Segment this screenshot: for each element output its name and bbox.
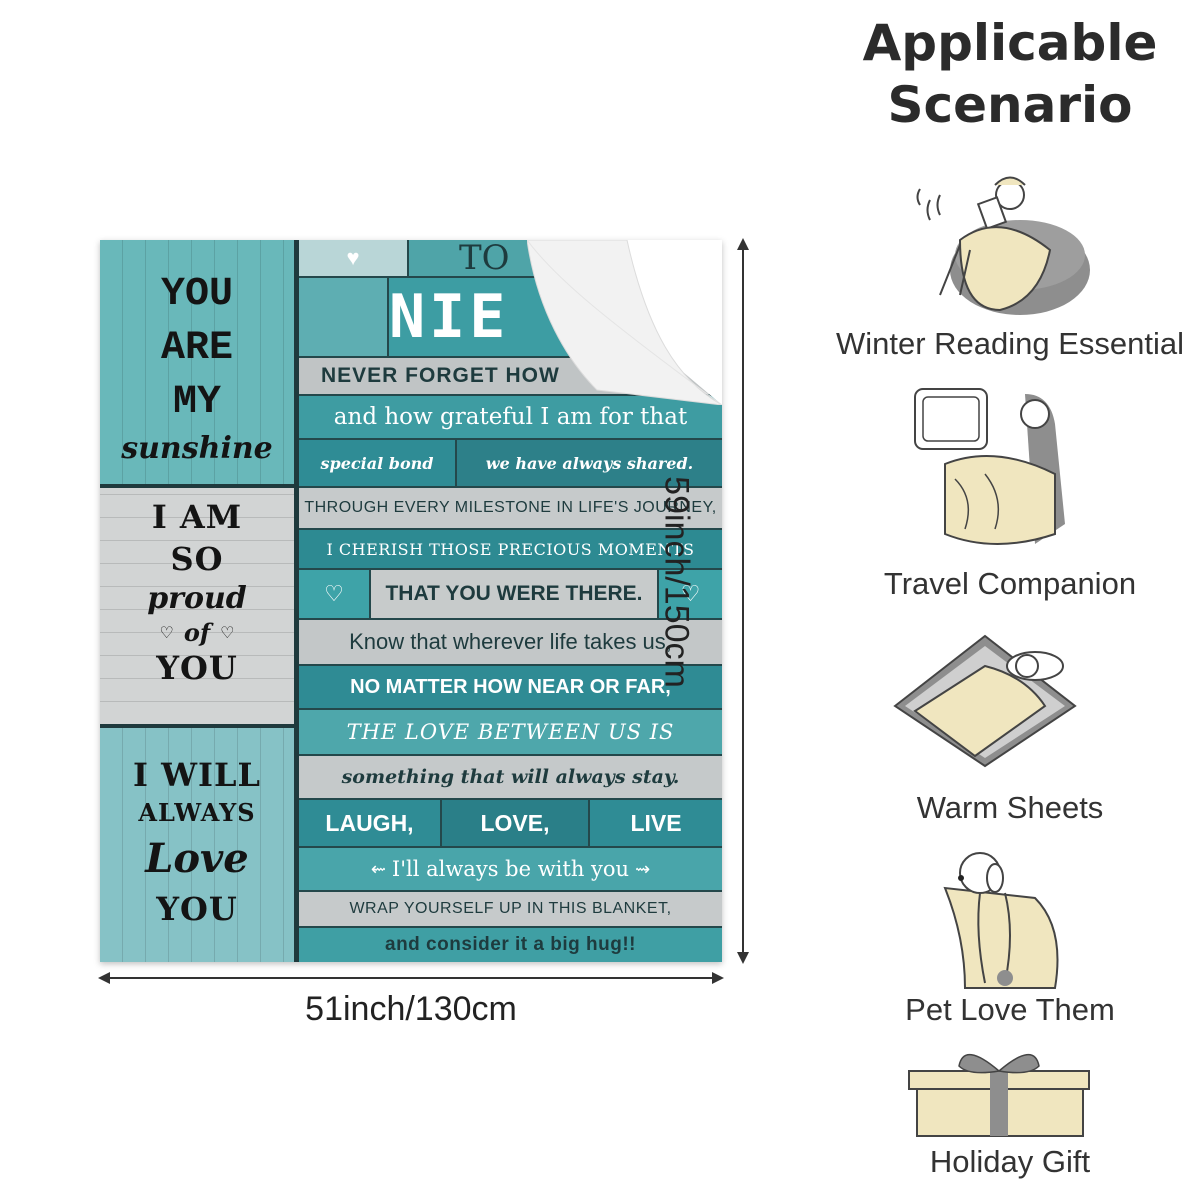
row-13: WRAP YOURSELF UP IN THIS BLANKET,: [299, 892, 722, 928]
row-4-text: THROUGH EVERY MILESTONE IN LIFE'S JOURNE…: [304, 499, 717, 516]
row-6: ♡ THAT YOU WERE THERE. ♡: [299, 570, 722, 620]
arrow-right-icon: [712, 972, 724, 984]
panel2-line1: I AM: [151, 498, 243, 536]
scenario-title: Applicable Scenario: [820, 12, 1200, 136]
row-13-text: WRAP YOURSELF UP IN THIS BLANKET,: [349, 900, 672, 917]
row-10: something that will always stay.: [299, 756, 722, 800]
heart-segment: ♡: [659, 570, 722, 618]
width-dimension-line: [100, 977, 722, 979]
arrow-up-icon: [737, 238, 749, 250]
panel2-line3: proud: [147, 581, 247, 616]
panel3-line2: ALWAYS: [138, 798, 256, 827]
row-9: THE LOVE BETWEEN US IS: [299, 710, 722, 756]
panel2-line4: of: [183, 618, 211, 647]
row-12-text: I'll always be with you: [391, 857, 630, 881]
row-12: ⇜ I'll always be with you ⇝: [299, 848, 722, 892]
row-14-text: and consider it a big hug!!: [385, 934, 636, 955]
row-7-text: Know that wherever life takes us,: [349, 629, 672, 654]
row-5-text: I CHERISH THOSE PRECIOUS MOMENTS: [326, 539, 695, 559]
arrow-left-icon: ⇜: [370, 858, 386, 879]
heart-icon: ♡: [159, 624, 174, 642]
panel1-line4: sunshine: [121, 431, 273, 466]
row-1-text: NEVER FORGET HOW: [321, 364, 560, 387]
row-2-text: and how grateful I am for that: [333, 404, 688, 430]
travel-seat-icon: [914, 388, 1065, 545]
panel-divider: [100, 484, 294, 488]
scenario-label-5: Holiday Gift: [929, 1144, 1091, 1179]
height-dimension-line: [742, 240, 744, 962]
height-label: 59inch/150cm: [657, 476, 696, 688]
row-4: THROUGH EVERY MILESTONE IN LIFE'S JOURNE…: [299, 488, 722, 530]
blanket-left-column: YOU ARE MY sunshine I AM SO proud ♡ of ♡…: [100, 240, 294, 962]
heart-icon: ♥: [346, 245, 360, 270]
heart-segment: ♡: [299, 570, 371, 618]
row-10-text: something that will always stay.: [341, 766, 680, 788]
panel-love: I WILL ALWAYS Love YOU: [100, 728, 294, 962]
row-5: I CHERISH THOSE PRECIOUS MOMENTS: [299, 530, 722, 570]
panel3-line3: Love: [145, 835, 249, 882]
row-segment: [299, 278, 389, 356]
panel1-line3: MY: [172, 380, 221, 425]
name-text: NIE: [389, 282, 510, 352]
bed-sleeping-icon: [893, 634, 1077, 768]
arrow-right-icon: ⇝: [635, 858, 651, 879]
row-7: Know that wherever life takes us,: [299, 620, 722, 666]
scenario-title-line1: Applicable: [862, 14, 1158, 72]
arrow-down-icon: [737, 952, 749, 964]
row-11b-text: LOVE,: [442, 800, 590, 846]
panel1-line2: ARE: [160, 326, 233, 371]
scenario-title-line2: Scenario: [887, 76, 1133, 134]
scenario-label-3: Warm Sheets: [916, 790, 1104, 825]
row-14: and consider it a big hug!!: [299, 928, 722, 962]
reading-person-icon: [916, 176, 1090, 315]
width-label: 51inch/130cm: [305, 990, 517, 1028]
row-8-text: NO MATTER HOW NEAR OR FAR,: [350, 675, 671, 698]
row-8: NO MATTER HOW NEAR OR FAR,: [299, 666, 722, 710]
dog-icon: [943, 852, 1059, 989]
row-9-text: THE LOVE BETWEEN US IS: [346, 720, 675, 744]
scenario-label-2: Travel Companion: [883, 566, 1137, 601]
panel-divider: [100, 724, 294, 728]
scenario-label-4: Pet Love Them: [905, 992, 1115, 1027]
panel2-line2: SO: [170, 540, 224, 578]
arrow-left-icon: [98, 972, 110, 984]
heart-icon: ♡: [680, 581, 701, 606]
row-6-text: THAT YOU WERE THERE.: [371, 570, 659, 618]
panel3-line1: I WILL: [132, 756, 261, 794]
row-11a-text: LAUGH,: [299, 800, 442, 846]
panel3-line4: YOU: [156, 890, 238, 928]
blanket-image: YOU ARE MY sunshine I AM SO proud ♡ of ♡…: [100, 240, 722, 962]
row-3: special bond we have always shared.: [299, 440, 722, 488]
heart-segment: ♥: [299, 240, 409, 276]
row-2: and how grateful I am for that: [299, 396, 722, 440]
panel1-line1: YOU: [160, 272, 233, 317]
row-3b-text: we have always shared.: [457, 440, 722, 486]
column-divider: [294, 240, 299, 962]
gift-box-icon: [908, 1054, 1090, 1137]
folded-corner: [527, 240, 722, 405]
panel-proud: I AM SO proud ♡ of ♡ YOU: [100, 488, 294, 724]
row-11c-text: LIVE: [630, 809, 682, 836]
scenario-label-1: Winter Reading Essential: [835, 326, 1185, 361]
panel2-of-row: ♡ of ♡: [100, 618, 294, 647]
row-3a-text: special bond: [299, 440, 457, 486]
heart-icon: ♡: [220, 624, 235, 642]
heart-icon: ♡: [324, 581, 344, 606]
row-11: LAUGH, LOVE, LIVE: [299, 800, 722, 848]
panel2-line5: YOU: [156, 649, 238, 687]
panel-sunshine: YOU ARE MY sunshine: [100, 240, 294, 484]
